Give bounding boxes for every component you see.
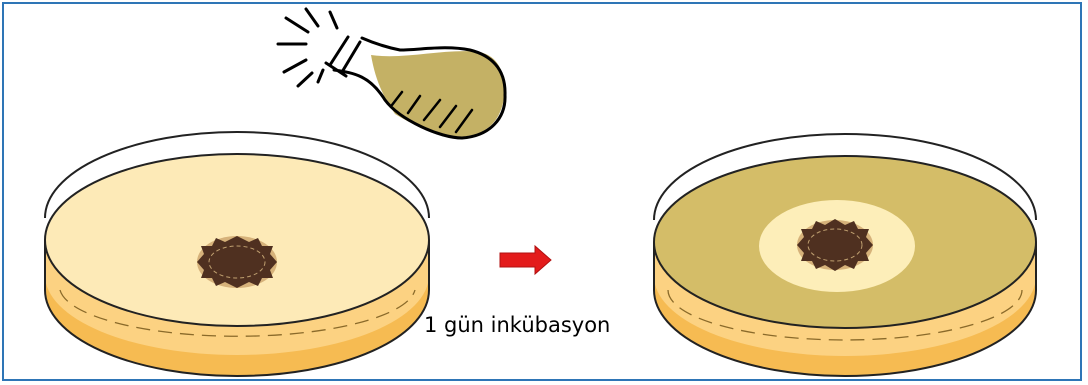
right-arrow-icon xyxy=(500,246,551,274)
pour-motion-lines xyxy=(278,9,337,86)
flask-liquid xyxy=(371,51,504,137)
incubation-caption: 1 gün inkübasyon xyxy=(424,313,610,337)
petri-dish-after xyxy=(654,134,1036,376)
petri-dish-before xyxy=(45,132,429,376)
flask-pouring-icon xyxy=(278,9,505,138)
